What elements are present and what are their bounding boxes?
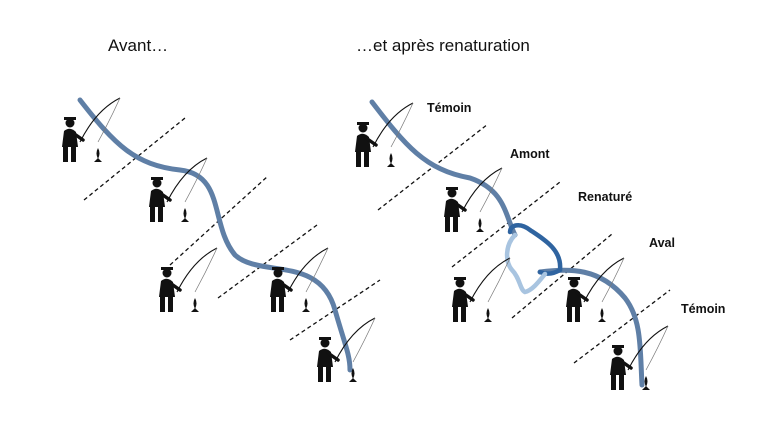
divider-line [511, 233, 613, 319]
river-before [77, 97, 353, 373]
fisherman-icon [62, 97, 121, 162]
title-after: …et après renaturation [356, 36, 530, 55]
label-temoin-top: Témoin [427, 101, 472, 115]
fish-icon [191, 298, 199, 312]
divider-line [83, 117, 186, 201]
river-after-main [369, 99, 518, 238]
label-renature: Renaturé [578, 190, 633, 204]
section-dividers-after [377, 123, 671, 364]
fish-icon [598, 308, 606, 322]
fisherman-icon [270, 247, 329, 312]
fisherman-icon [444, 167, 503, 232]
river-branch-dark [507, 223, 563, 276]
fisherman-icon [159, 247, 218, 312]
fish-icon [181, 208, 189, 222]
river-branch-light [504, 232, 548, 295]
divider-line [217, 224, 318, 299]
fisherman-icon [317, 317, 376, 382]
fish-icon [642, 376, 650, 390]
label-amont: Amont [510, 147, 550, 161]
fish-icon [94, 148, 102, 162]
fish-icon [302, 298, 310, 312]
fisherman-icon [149, 157, 208, 222]
fisherman-icon [566, 257, 625, 322]
title-before: Avant… [108, 36, 169, 55]
fish-icon [387, 153, 395, 167]
fisherman-icon [355, 102, 414, 167]
fisherman-icon [610, 325, 669, 390]
fish-icon [484, 308, 492, 322]
river-after-downstream [537, 267, 645, 388]
fish-icon [476, 218, 484, 232]
fisherman-icon [452, 257, 511, 322]
divider-line [377, 123, 489, 211]
divider-line [451, 181, 561, 268]
label-temoin-bottom: Témoin [681, 302, 726, 316]
divider-line [573, 289, 671, 364]
fish-icon [349, 368, 357, 382]
label-aval: Aval [649, 236, 675, 250]
